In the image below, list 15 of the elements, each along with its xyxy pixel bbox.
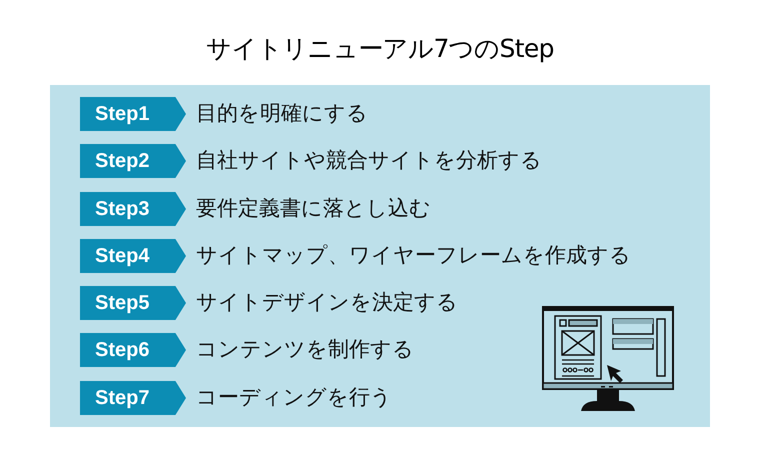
step-description: サイトマップ、ワイヤーフレームを作成する: [196, 242, 631, 270]
step-badge: Step7: [80, 381, 186, 415]
step-badge: Step6: [80, 333, 186, 367]
step-badge: Step2: [80, 144, 186, 178]
step-description: 目的を明確にする: [196, 100, 368, 128]
step-badge: Step5: [80, 286, 186, 320]
step-badge: Step1: [80, 97, 186, 131]
title: サイトリニューアル7つのStep: [206, 33, 554, 65]
step-description: サイトデザインを決定する: [196, 289, 458, 316]
step-description: コンテンツを制作する: [196, 336, 414, 364]
step-badge: Step4: [80, 239, 186, 273]
step-description: コーディングを行う: [196, 384, 392, 412]
step-description: 要件定義書に落とし込む: [196, 195, 431, 222]
step-badge: Step3: [80, 192, 186, 226]
step-description: 自社サイトや競合サイトを分析する: [196, 147, 542, 174]
